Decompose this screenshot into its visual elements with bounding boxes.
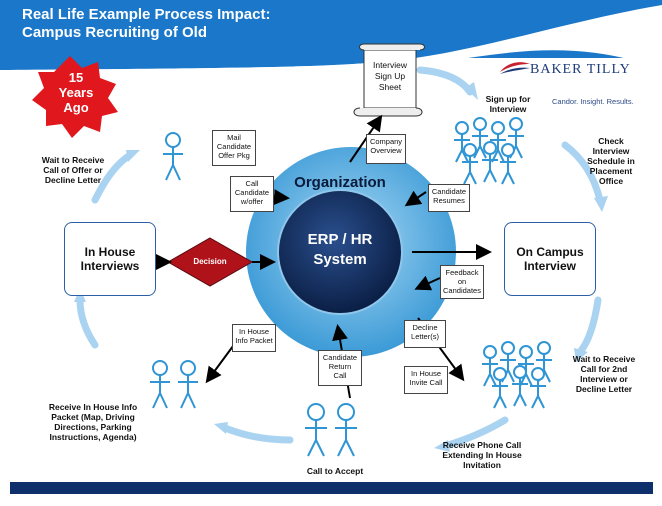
stick-figures <box>150 117 552 457</box>
call-offer-line-3: w/offer <box>240 197 264 206</box>
mail-offer-line-3: Offer Pkg <box>218 151 250 160</box>
organization-label: Organization <box>294 174 386 191</box>
wait-offer-line-3: Decline Letter <box>44 175 102 185</box>
in-house-line-1: In House <box>84 245 136 259</box>
logo-tagline: Candor. Insight. Results. <box>552 97 634 106</box>
baker-tilly-logo-icon <box>500 62 530 74</box>
feedback-doc: Feedback on Candidates <box>440 265 484 299</box>
decision-label: Decision <box>193 257 227 266</box>
in-house-info-doc: In House Info Packet <box>232 324 276 352</box>
stick-figure-group-bottom-right <box>482 341 552 409</box>
erp-hr-circle <box>277 189 403 315</box>
stick-figure-group-bottom-left <box>150 360 198 409</box>
check-schedule-line-4: Placement <box>589 166 633 176</box>
feedback-line-1: Feedback <box>445 268 479 277</box>
badge-line-2: Years <box>58 85 94 100</box>
call-to-accept-label: Call to Accept <box>306 466 364 476</box>
stick-figure-group-bottom <box>305 403 357 457</box>
receive-info-label: Receive In House Info Packet (Map, Drivi… <box>38 402 148 442</box>
feedback-line-2: on <box>457 277 467 286</box>
in-house-invite-line-2: Invite Call <box>409 378 443 387</box>
footer-bar <box>10 482 653 494</box>
company-overview-doc: Company Overview <box>366 134 406 164</box>
wait-second-line-2: Call for 2nd <box>580 364 628 374</box>
check-schedule-line-5: Office <box>598 176 624 186</box>
badge-text: 15 Years Ago <box>52 70 100 115</box>
candidate-resumes-line-1: Candidate <box>431 187 467 196</box>
wait-second-line-1: Wait to Receive <box>572 354 636 364</box>
wait-offer-label: Wait to Receive Call of Offer or Decline… <box>28 155 118 185</box>
decline-letters-line-1: Decline <box>412 323 438 332</box>
call-offer-line-1: Call <box>245 179 259 188</box>
check-schedule-line-1: Check <box>598 136 624 146</box>
check-schedule-label: Check Interview Schedule in Placement Of… <box>580 136 642 186</box>
baker-tilly-logo: BAKER TILLY <box>530 62 631 77</box>
receive-info-line-1: Receive In House Info <box>48 402 138 412</box>
on-campus-interview-box: On Campus Interview <box>504 222 596 296</box>
stick-figure-group-top-right <box>454 117 524 185</box>
wait-second-line-3: Interview or <box>580 374 628 384</box>
in-house-line-2: Interviews <box>80 259 140 273</box>
erp-hr-line-1: ERP / HR <box>307 231 373 248</box>
decision-diamond <box>166 237 254 287</box>
in-house-invite-line-1: In House <box>410 369 442 378</box>
wait-offer-line-2: Call of Offer or <box>43 165 103 175</box>
call-offer-doc: Call Candidate w/offer <box>230 176 274 212</box>
candidate-return-doc: Candidate Return Call <box>318 350 362 386</box>
scroll-line-2: Sign Up <box>374 71 406 81</box>
title-line-2: Campus Recruiting of Old <box>22 24 208 41</box>
receive-info-line-4: Instructions, Agenda) <box>49 432 137 442</box>
receive-phone-line-3: Invitation <box>463 460 501 470</box>
candidate-return-line-2: Return <box>328 362 352 371</box>
decline-letters-line-2: Letter(s) <box>411 332 439 341</box>
candidate-return-line-1: Candidate <box>322 353 358 362</box>
check-schedule-line-3: Schedule in <box>587 156 635 166</box>
company-overview-line-2: Overview <box>370 146 402 155</box>
wait-second-label: Wait to Receive Call for 2nd Interview o… <box>566 354 642 394</box>
scroll-line-3: Sheet <box>378 82 402 92</box>
stick-figure-offer <box>163 132 183 181</box>
wait-offer-line-1: Wait to Receive <box>41 155 105 165</box>
check-schedule-line-2: Interview <box>592 146 630 156</box>
erp-hr-label: ERP / HR System <box>290 230 390 270</box>
sign-up-line-2: Interview <box>489 104 527 114</box>
receive-info-line-3: Directions, Parking <box>54 422 132 432</box>
badge-line-1: 15 <box>68 70 84 85</box>
in-house-invite-doc: In House Invite Call <box>404 366 448 394</box>
scroll-text: Interview Sign Up Sheet <box>364 60 416 93</box>
wait-second-line-4: Decline Letter <box>575 384 633 394</box>
sign-up-sheet-scroll <box>353 43 425 117</box>
mail-offer-line-2: Candidate <box>216 142 252 151</box>
in-house-info-line-2: Info Packet <box>235 336 273 345</box>
cycle-band <box>76 66 604 450</box>
company-overview-line-1: Company <box>369 137 403 146</box>
feedback-line-3: Candidates <box>443 286 481 295</box>
sign-up-line-1: Sign up for <box>485 94 531 104</box>
scroll-line-1: Interview <box>372 60 407 70</box>
receive-info-line-2: Packet (Map, Driving <box>51 412 135 422</box>
in-house-interviews-box: In House Interviews <box>64 222 156 296</box>
in-house-info-line-1: In House <box>238 327 270 336</box>
on-campus-line-1: On Campus <box>516 245 584 259</box>
badge-line-3: Ago <box>63 100 89 115</box>
sign-up-label: Sign up for Interview <box>478 94 538 114</box>
candidate-resumes-line-2: Resumes <box>433 196 465 205</box>
candidate-resumes-doc: Candidate Resumes <box>428 184 470 212</box>
call-offer-line-2: Candidate <box>234 188 270 197</box>
mail-offer-doc: Mail Candidate Offer Pkg <box>212 130 256 166</box>
erp-hr-line-2: System <box>313 251 367 268</box>
title-line-1: Real Life Example Process Impact: <box>22 6 271 23</box>
decline-letters-doc: Decline Letter(s) <box>404 320 446 348</box>
receive-phone-line-1: Receive Phone Call <box>442 440 522 450</box>
years-ago-badge <box>32 56 118 138</box>
candidate-return-line-3: Call <box>333 371 347 380</box>
receive-phone-label: Receive Phone Call Extending In House In… <box>430 440 534 470</box>
receive-phone-line-2: Extending In House <box>442 450 522 460</box>
mail-offer-line-1: Mail <box>227 133 241 142</box>
on-campus-line-2: Interview <box>523 259 577 273</box>
